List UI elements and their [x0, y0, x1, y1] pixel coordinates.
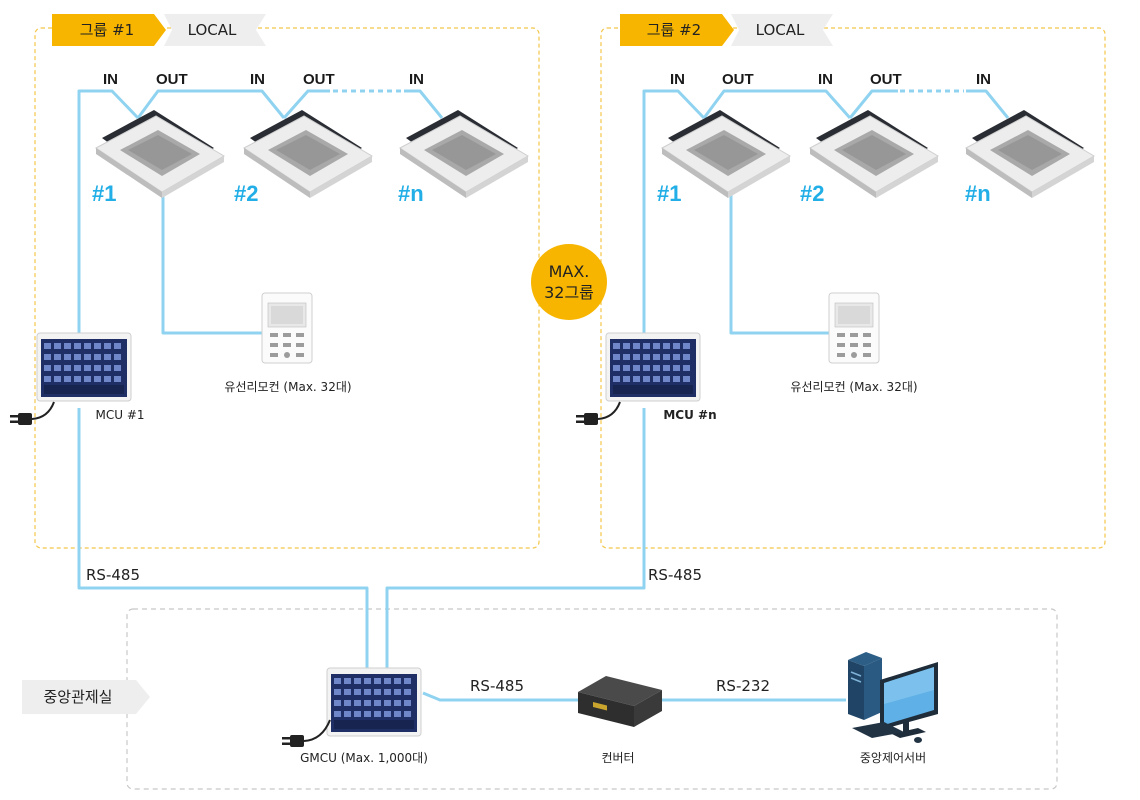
remote-label: 유선리모컨 (Max. 32대) — [224, 380, 351, 394]
unit-number-label: #1 — [657, 181, 681, 206]
max-badge-line1: MAX. — [549, 262, 590, 281]
unit-number-label: #2 — [234, 181, 258, 206]
mcu-panel — [36, 332, 132, 402]
mcu-panel — [605, 332, 701, 402]
group-2-io-label: OUT — [870, 71, 902, 88]
group-1-tab: 그룹 #1 LOCAL — [52, 14, 266, 46]
converter-label: 컨버터 — [601, 751, 634, 765]
indoor-unit — [809, 109, 939, 199]
bus-label: RS-485 — [648, 566, 702, 584]
group-2-io-label: IN — [976, 71, 991, 88]
group-2-io-label: IN — [670, 71, 685, 88]
group-1-mode-label: LOCAL — [188, 21, 237, 39]
converter-device — [578, 676, 662, 727]
power-plug-icon — [10, 401, 55, 425]
unit-number-label: #n — [965, 181, 991, 206]
group-1-io-label: OUT — [303, 71, 335, 88]
central-room-tab: 중앙관제실 — [22, 680, 150, 714]
link2-label: RS-232 — [716, 677, 770, 695]
group-2-box — [600, 27, 1106, 549]
power-plug-icon — [576, 401, 621, 425]
mcu-label: MCU #1 — [95, 408, 144, 422]
wired-remote — [261, 292, 313, 364]
group-1-box — [34, 27, 540, 549]
unit-number-label: #1 — [92, 181, 116, 206]
group-1-tab-label: 그룹 #1 — [80, 21, 134, 39]
group-2-mode-label: LOCAL — [756, 21, 805, 39]
group-1-io-label: OUT — [156, 71, 188, 88]
mcu-label: MCU #n — [663, 408, 716, 422]
unit-number-label: #n — [398, 181, 424, 206]
link1-label: RS-485 — [470, 677, 524, 695]
wired-remote — [828, 292, 880, 364]
group-1-io-label: IN — [250, 71, 265, 88]
bus-label: RS-485 — [86, 566, 140, 584]
power-plug-icon — [282, 719, 331, 747]
group-1-io-label: IN — [103, 71, 118, 88]
group-2-tab: 그룹 #2 LOCAL — [620, 14, 833, 46]
indoor-unit — [243, 109, 373, 199]
group-2-tab-label: 그룹 #2 — [647, 21, 701, 39]
gmcu-panel — [326, 667, 422, 737]
group-1-io-label: IN — [409, 71, 424, 88]
group-2-io-label: IN — [818, 71, 833, 88]
server-label: 중앙제어서버 — [860, 751, 926, 765]
central-room-tab-label: 중앙관제실 — [43, 688, 112, 706]
unit-number-label: #2 — [800, 181, 824, 206]
max-badge-line2: 32그룹 — [544, 283, 594, 302]
wiring — [77, 89, 1010, 702]
remote-label: 유선리모컨 (Max. 32대) — [790, 380, 917, 394]
group-2-io-label: OUT — [722, 71, 754, 88]
max-groups-badge: MAX. 32그룹 — [531, 244, 607, 320]
server-computer-icon — [848, 652, 938, 743]
gmcu-label: GMCU (Max. 1,000대) — [300, 751, 428, 765]
